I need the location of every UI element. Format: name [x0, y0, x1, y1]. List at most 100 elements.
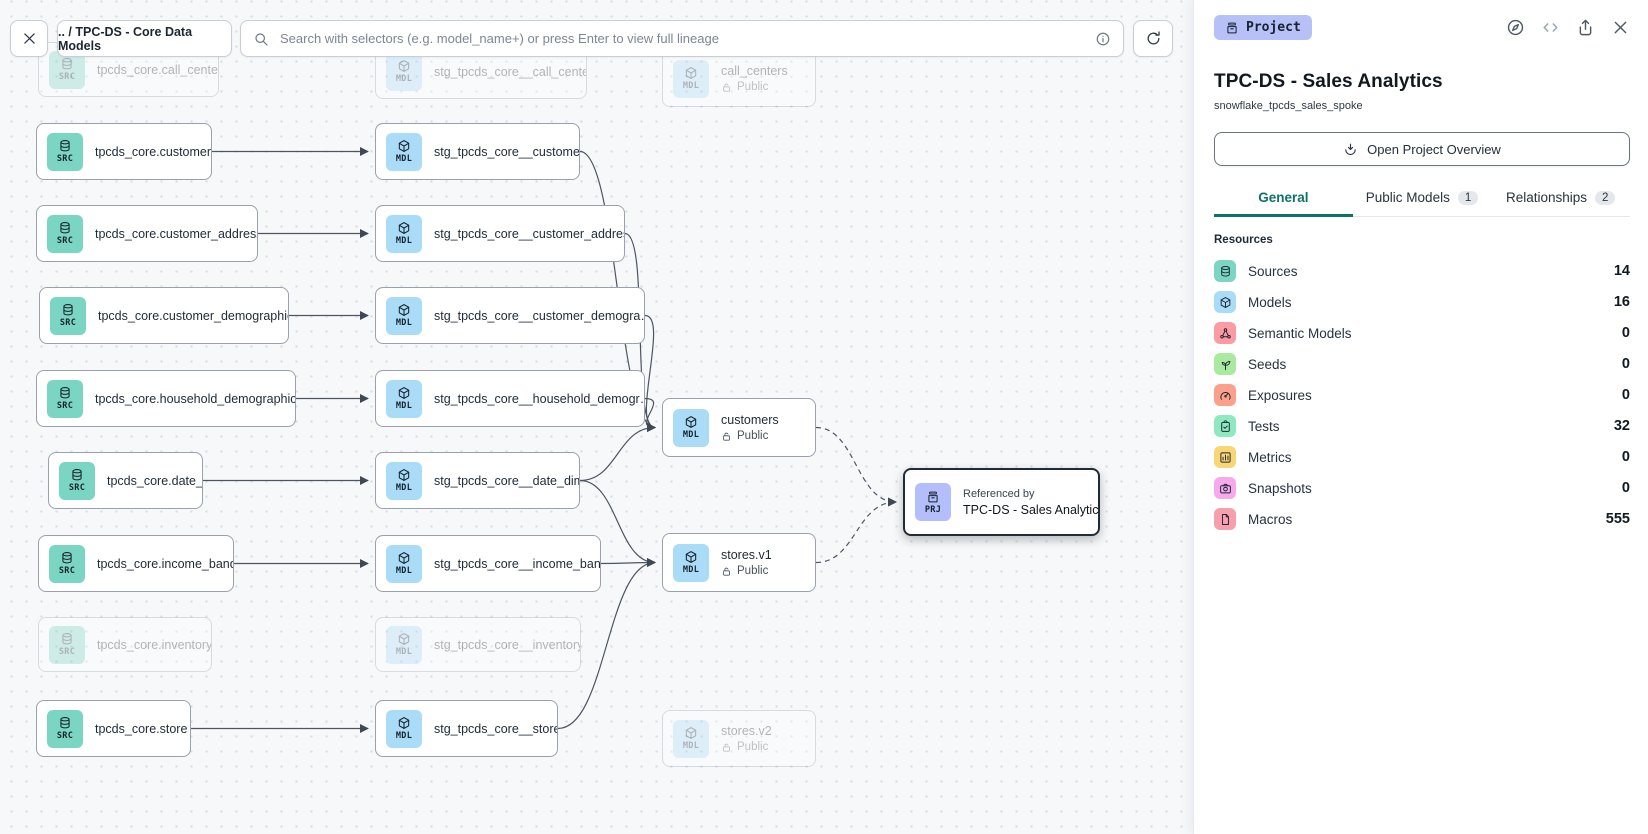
mdl-badge: MDL [386, 461, 422, 500]
database-icon [60, 632, 74, 646]
database-icon [61, 303, 75, 317]
lock-open-icon [721, 82, 732, 93]
info-icon[interactable] [1095, 31, 1111, 47]
share-icon[interactable] [1576, 18, 1595, 37]
resource-count: 555 [1605, 511, 1630, 527]
cube-icon [397, 303, 411, 317]
cube-icon [397, 716, 411, 730]
node-label: stores.v2 [721, 724, 772, 738]
tab-public-models[interactable]: Public Models 1 [1353, 190, 1492, 217]
node-visibility: Public [737, 430, 769, 442]
lineage-edge [644, 314, 656, 432]
resource-label: Sources [1248, 263, 1298, 279]
node-label: tpcds_core.customer_demographics [98, 308, 289, 323]
tab-relationships[interactable]: Relationships 2 [1491, 190, 1630, 217]
node-type-label: PRJ [924, 504, 942, 515]
panel-actions [1506, 18, 1630, 37]
refresh-button[interactable] [1133, 20, 1173, 57]
project-icon [1225, 21, 1239, 35]
node-type-label: MDL [395, 731, 413, 741]
lock-open-icon [721, 566, 732, 577]
resource-item: Tests 32 [1214, 415, 1630, 437]
database-icon [60, 551, 74, 565]
page-title: TPC-DS - Sales Analytics [1214, 71, 1443, 92]
mdl-badge: MDL [386, 296, 422, 335]
project-schema: snowflake_tpcds_sales_spoke [1214, 100, 1363, 112]
resource-count: 14 [1613, 263, 1630, 279]
lineage-edges [190, 147, 897, 733]
node-type-label: SRC [58, 566, 76, 576]
archive-icon [926, 490, 940, 504]
lineage-edge [557, 558, 656, 730]
resource-count: 0 [1621, 356, 1630, 372]
tab-badge: 1 [1457, 190, 1479, 205]
cube-icon [397, 632, 411, 646]
lineage-edge [815, 497, 897, 564]
mdl-badge: MDL [386, 544, 422, 583]
cube-icon [397, 59, 411, 73]
node-label: stores.v1 [721, 548, 772, 562]
search-icon [253, 31, 269, 47]
lineage-edge [579, 423, 656, 482]
explore-icon[interactable] [1506, 18, 1525, 37]
tab-general[interactable]: General [1214, 190, 1353, 217]
resource-label: Exposures [1248, 387, 1312, 403]
node-label: call_centers [721, 64, 788, 78]
mdl-badge: MDL [386, 709, 422, 748]
resource-count: 32 [1613, 418, 1630, 434]
node-type-label: MDL [395, 647, 413, 657]
mdl-badge: MDL [386, 132, 422, 171]
database-icon [1214, 260, 1236, 282]
breadcrumb-label: .. / TPC-DS - Core Data Models [58, 24, 193, 53]
close-lineage-button[interactable] [10, 20, 48, 57]
resource-count: 16 [1613, 294, 1630, 310]
close-icon [21, 30, 38, 47]
resource-label: Tests [1248, 418, 1280, 434]
open-project-overview-button[interactable]: Open Project Overview [1214, 132, 1630, 166]
breadcrumb[interactable]: .. / TPC-DS - Core Data Models [57, 20, 232, 57]
database-icon [58, 386, 72, 400]
panel-header: Project [1214, 15, 1630, 40]
code-icon[interactable] [1541, 18, 1560, 37]
node-visibility: Public [737, 565, 769, 577]
database-icon [58, 716, 72, 730]
tab-badge: 2 [1595, 190, 1616, 205]
resource-label: Snapshots [1248, 480, 1312, 496]
database-icon [58, 221, 72, 235]
node-label: customers [721, 413, 779, 427]
node-type-label: MDL [682, 81, 700, 91]
close-panel-icon[interactable] [1611, 18, 1630, 37]
search-bar[interactable] [240, 20, 1124, 57]
node-label: tpcds_core.customer_address [95, 226, 258, 241]
node-type-label: SRC [68, 483, 86, 493]
overview-icon [1343, 142, 1358, 157]
mdl-badge: MDL [386, 52, 422, 91]
search-input[interactable] [278, 30, 1086, 47]
